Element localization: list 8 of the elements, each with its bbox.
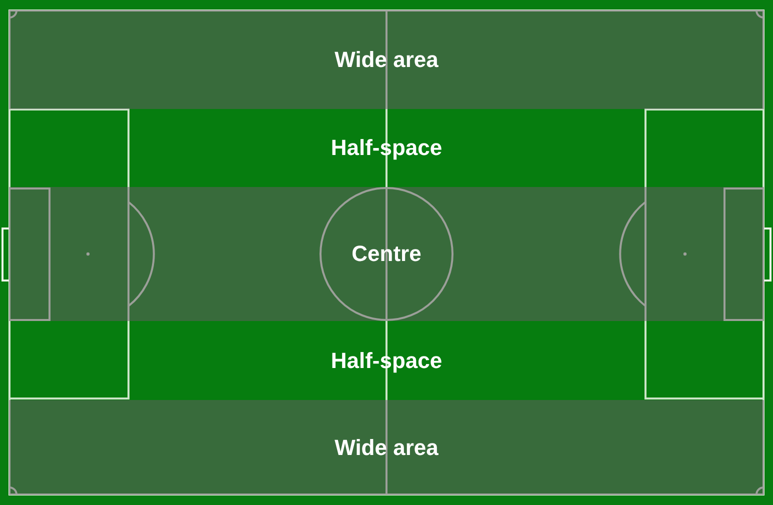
zone-label: Wide area: [334, 434, 438, 460]
zone-band: [9, 321, 764, 400]
zone-band: [9, 187, 764, 321]
zone-band: [9, 400, 764, 495]
zone-label: Centre: [352, 241, 422, 267]
zone-band: [9, 109, 764, 187]
zone-label: Wide area: [334, 46, 438, 72]
zone-band: [9, 10, 764, 109]
